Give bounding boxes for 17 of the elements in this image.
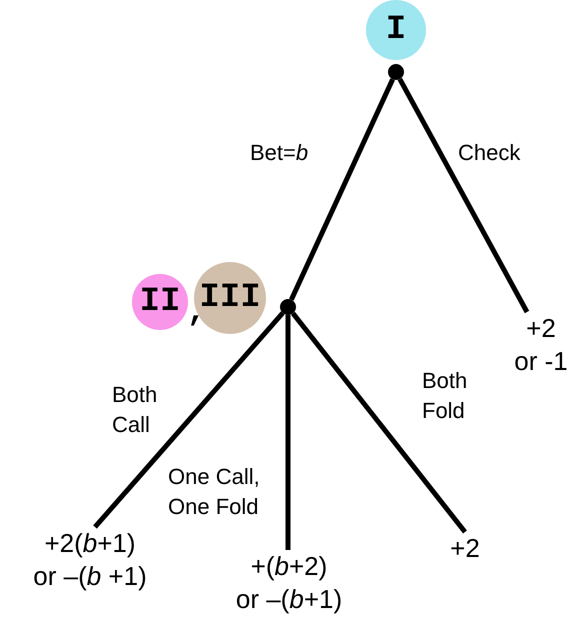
tree-branch	[93, 311, 285, 529]
edge-label: Both Fold	[422, 367, 468, 425]
payoff-text: +2	[450, 532, 480, 564]
edge-label: Bet=b	[250, 139, 310, 167]
tree-branch	[290, 312, 467, 534]
tree-branch	[398, 78, 530, 314]
edge-label: Both Call	[112, 381, 158, 439]
payoff-text: +(b+2)	[250, 550, 328, 582]
payoff-text: or -1	[514, 344, 568, 377]
tree-branch	[289, 78, 395, 301]
payoff-text: or –(b+1)	[236, 582, 342, 615]
payoff-text: +2(b+1)	[44, 527, 136, 560]
tree-branch	[286, 315, 290, 550]
payoff-text: +2	[526, 312, 556, 344]
payoff-text: or –(b +1)	[33, 560, 147, 592]
edge-label: Check	[458, 139, 522, 167]
edge-label: One Call, One Fold	[168, 463, 261, 521]
